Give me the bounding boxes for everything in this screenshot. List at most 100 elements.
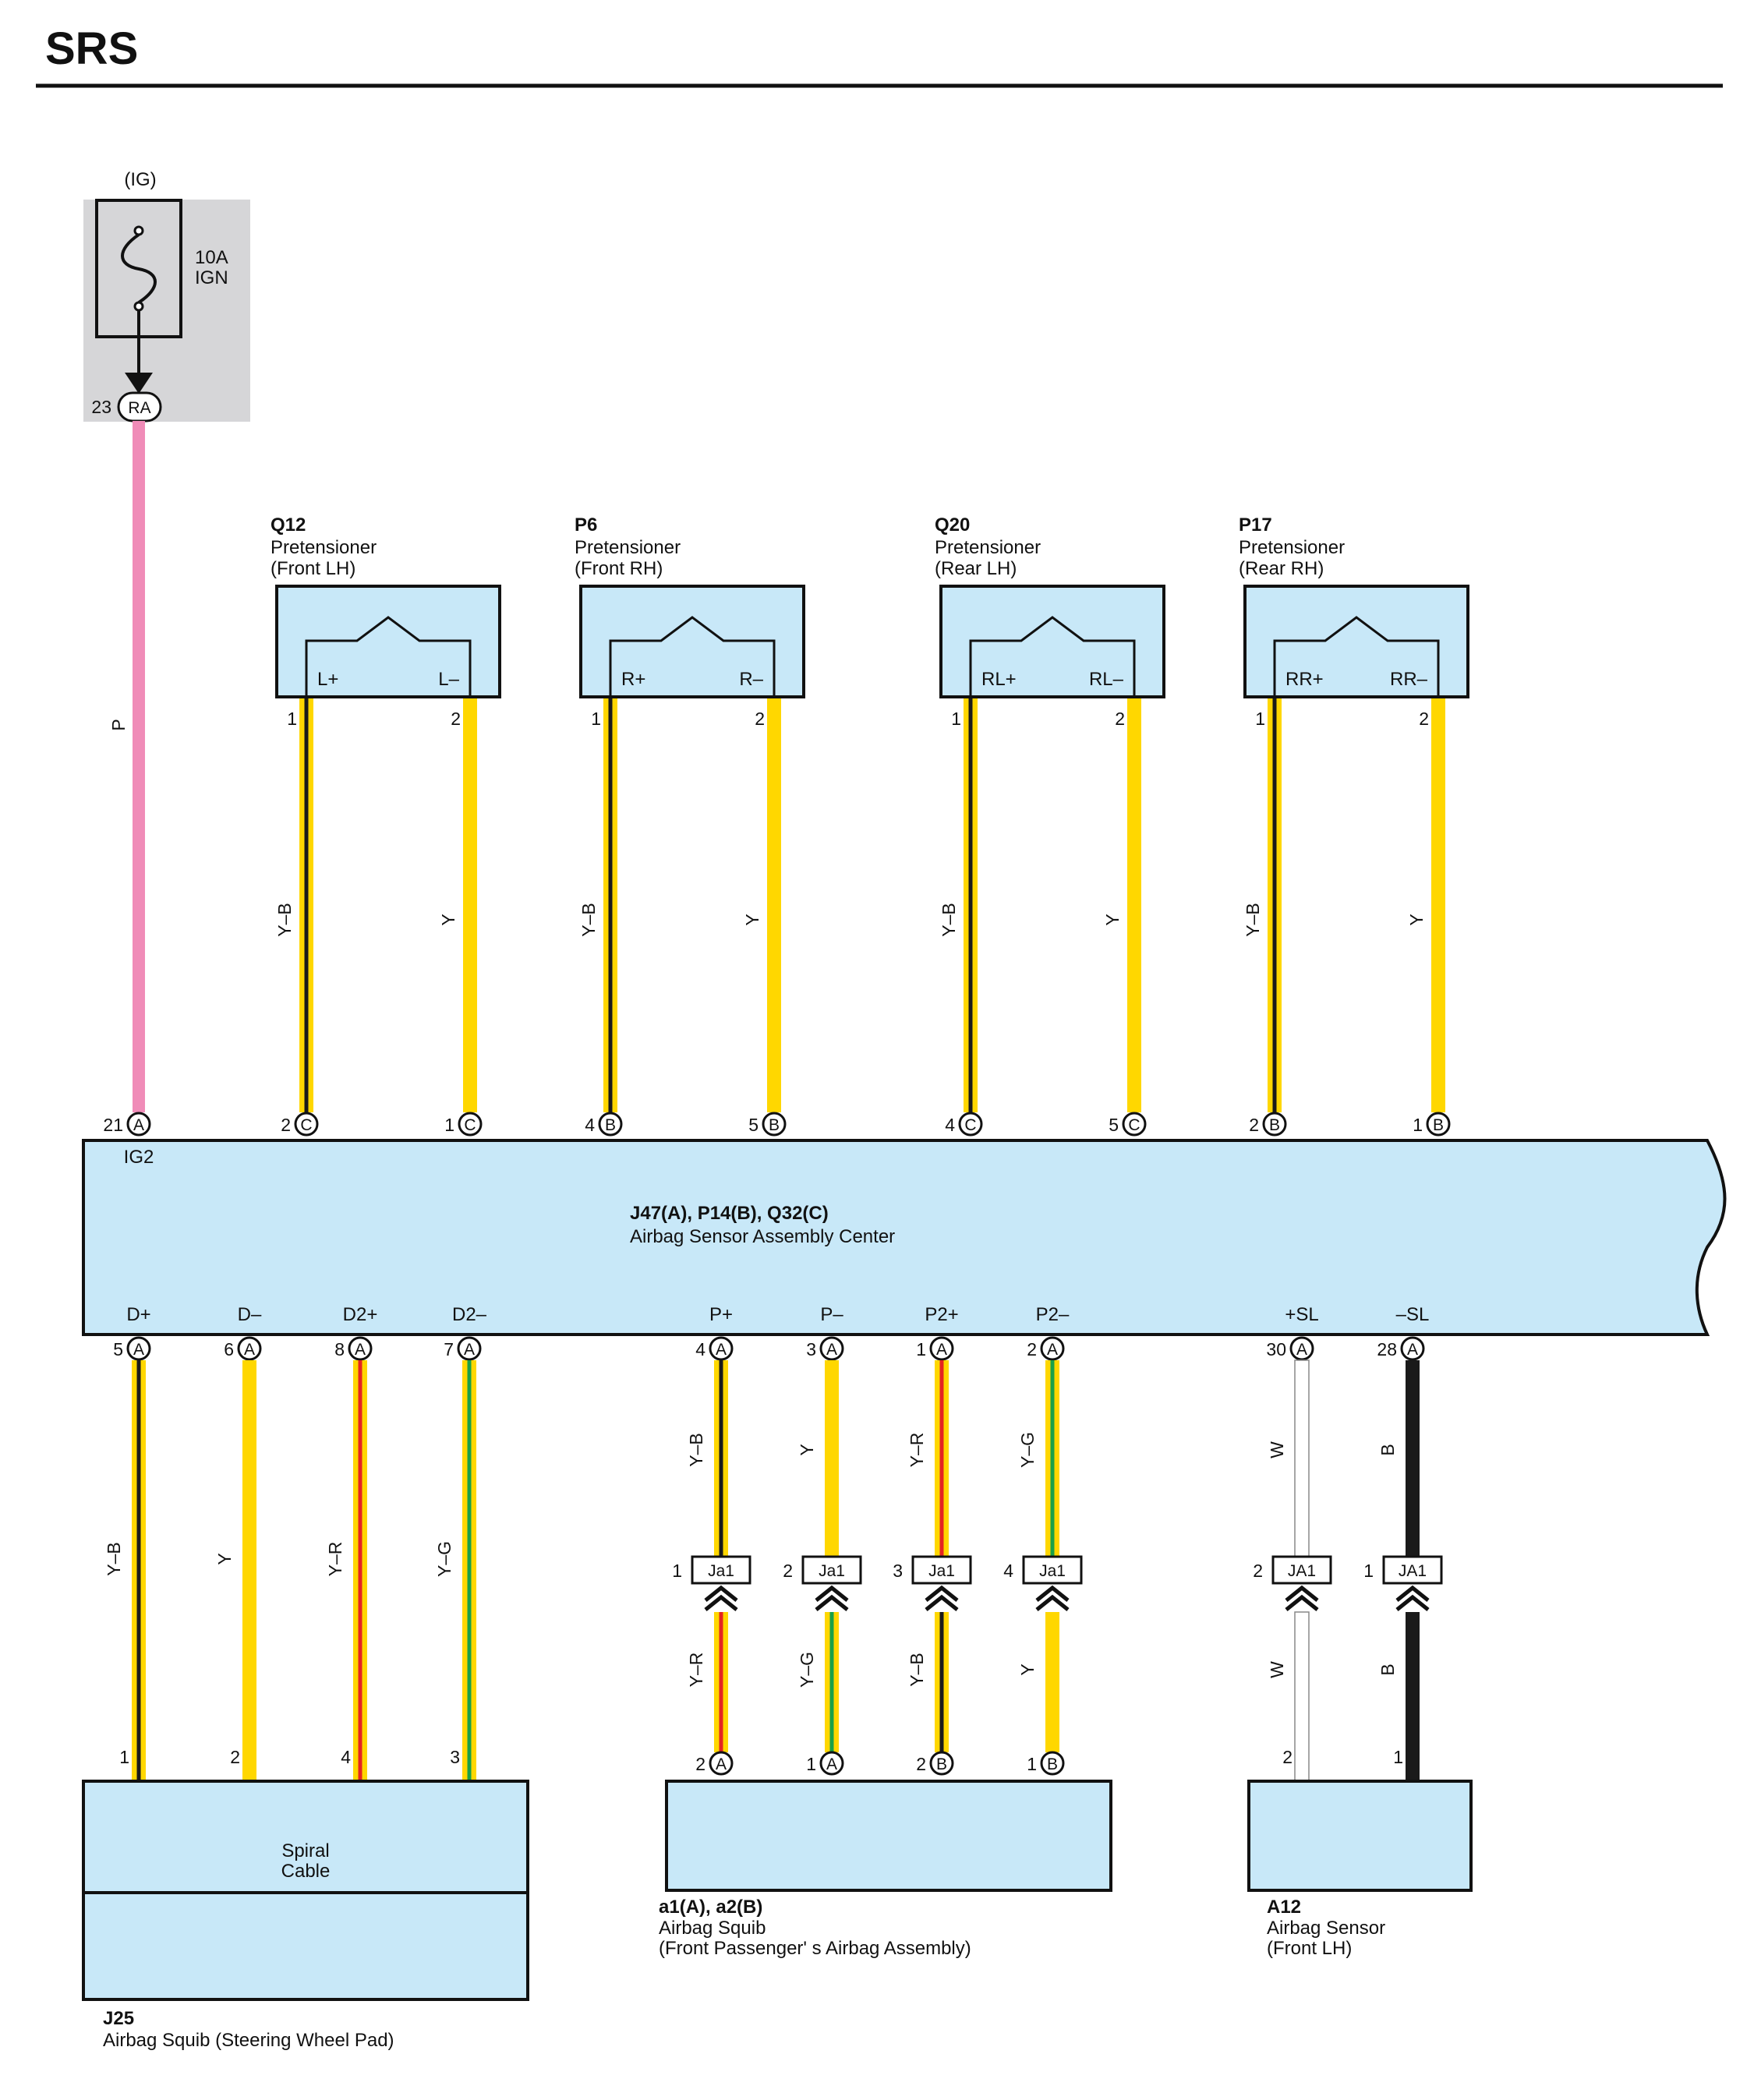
a1-box — [665, 1780, 1112, 1892]
a12-ja-connector-box — [1382, 1555, 1443, 1585]
pretensioner-wire2-color: Y — [1406, 914, 1427, 925]
pretensioner-pin1: 1 — [591, 709, 601, 729]
a1-pin-circle — [1040, 1751, 1065, 1776]
j25-pin: 4 — [341, 1747, 351, 1767]
j25-pin: 1 — [119, 1747, 129, 1767]
ecu-ig-pin-circle — [126, 1112, 151, 1137]
a1-lower-wire-stripe — [939, 1612, 944, 1752]
a1-upper-wire-color: Y — [797, 1444, 817, 1455]
front-airbag-sensor: A12 Airbag Sensor (Front LH) — [1247, 1780, 1473, 1959]
pretensioner-code: Q12 — [271, 514, 306, 536]
a1-upper-wire — [935, 1360, 949, 1559]
pretensioner-wire-minus-body — [767, 698, 781, 1112]
pretensioner-name: Pretensioner — [575, 537, 681, 558]
pretensioner-name: Pretensioner — [1239, 537, 1345, 558]
ecu-bottom-term: P+ — [709, 1304, 733, 1325]
a1-ja-connector-box — [1022, 1555, 1083, 1585]
pretensioner-minus: RL– — [1089, 669, 1124, 690]
pretensioner-wire-minus — [463, 698, 477, 1112]
ecu-top-pin-plus-pin: 2 — [281, 1115, 291, 1135]
a1-upper-wire-stripe — [1050, 1360, 1055, 1559]
pretensioner-element-icon — [969, 616, 1136, 697]
a12-upper-wire — [1406, 1360, 1420, 1559]
a12-ja-connector-pin: 2 — [1253, 1561, 1263, 1581]
j25-wire — [353, 1360, 367, 1781]
pretensioner-wire-minus — [1431, 698, 1445, 1112]
pretensioner-pin1: 1 — [287, 709, 297, 729]
ecu-bottom-term: P– — [820, 1304, 843, 1325]
pretensioner-pos: (Rear RH) — [1239, 558, 1324, 579]
ecu-top-pin-plus-pin: 4 — [945, 1115, 955, 1135]
a12-ja-connector-chevron-icon-2 — [1395, 1594, 1430, 1611]
a12-upper-wire-color: B — [1377, 1444, 1398, 1455]
ecu-bottom-term: D2+ — [343, 1304, 378, 1325]
ecu-bottom-pin-conn: A — [1047, 1341, 1058, 1359]
ecu-bottom-pin-pin: 8 — [334, 1339, 345, 1359]
a1-upper-wire-stripe — [939, 1360, 944, 1559]
j25-code: J25 — [103, 2008, 134, 2029]
a1-ja-connector-pin: 1 — [672, 1561, 682, 1581]
ecu-bottom-term: D2– — [452, 1304, 487, 1325]
ecu-bottom-term: P2+ — [925, 1304, 958, 1325]
fuse-rating: 10A — [195, 247, 228, 268]
pretensioner-wire2-color: Y — [1102, 914, 1123, 925]
ecu-top-pin-plus-conn: B — [605, 1116, 616, 1134]
fuse-bottom-terminal — [133, 301, 144, 312]
fuse-connector-label: RA — [128, 399, 150, 417]
ecu-top-pin-plus-circle — [1262, 1112, 1287, 1137]
j25-box — [82, 1780, 529, 2001]
j25-wire — [242, 1360, 256, 1781]
a12-lower-wire-color: W — [1267, 1661, 1287, 1678]
a1-ja-connector-label: Ja1 — [1039, 1562, 1066, 1580]
a1-upper-wire-color: Y–G — [1017, 1432, 1038, 1468]
a12-lower-wire — [1406, 1612, 1420, 1781]
a12-ja-connector-pin: 1 — [1363, 1561, 1374, 1581]
ecu-top-pin-plus-conn: B — [1269, 1116, 1280, 1134]
ecu-ig-pin-conn: A — [133, 1116, 144, 1134]
a1-pin-conn: B — [1047, 1755, 1058, 1773]
a1-pin-pin: 2 — [695, 1754, 705, 1774]
pretensioner-pin1: 1 — [1255, 709, 1265, 729]
a1-code: a1(A), a2(B) — [659, 1897, 762, 1918]
ecu-ig-term: IG2 — [124, 1147, 154, 1168]
fuse-bg — [83, 200, 250, 422]
j25-pin: 2 — [230, 1747, 240, 1767]
a1-lower-wire-stripe — [829, 1612, 834, 1752]
ig-wire-color: P — [108, 719, 129, 730]
ecu-top-pin-minus-pin: 1 — [1413, 1115, 1423, 1135]
ecu-top-pin-minus-circle — [762, 1112, 787, 1137]
a12-upper-wire-color: W — [1267, 1441, 1287, 1458]
a12-pin: 1 — [1393, 1747, 1403, 1767]
a1-lower-wire — [714, 1612, 728, 1752]
pretensioner-pos: (Front LH) — [271, 558, 355, 579]
ecu-bottom-pin-conn: A — [1407, 1341, 1418, 1359]
pretensioner-wire-minus — [767, 698, 781, 1112]
a1-lower-wire-stripe — [719, 1612, 723, 1752]
a12-ja-connector-chevron-icon-1 — [1285, 1585, 1319, 1602]
ecu-top-pin-minus-pin: 1 — [444, 1115, 454, 1135]
a1-upper-wire-body — [825, 1360, 839, 1559]
ecu-top-pin-plus-circle — [958, 1112, 983, 1137]
a1-ja-connector-chevron-icon-1 — [925, 1585, 959, 1602]
pretensioner-minus: L– — [438, 669, 459, 690]
ecu-bottom-term: –SL — [1396, 1304, 1430, 1325]
pretensioner-wire-plus-stripe — [608, 698, 613, 1112]
pretensioner-wire-plus — [964, 698, 978, 1112]
a1-ja-connector-box — [801, 1555, 862, 1585]
ecu-bottom-pin-conn: A — [244, 1341, 255, 1359]
a1-upper-wire-color: Y–B — [686, 1433, 706, 1466]
a1-ja-connector-pin: 2 — [783, 1561, 793, 1581]
ecu-bottom-pin-pin: 7 — [444, 1339, 454, 1359]
fuse-block: (IG) 10A IGN RA 23 — [83, 169, 250, 422]
ecu-top-pin-plus-pin: 4 — [585, 1115, 595, 1135]
a12-ja-connector-chevron-icon-2 — [1285, 1594, 1319, 1611]
ecu-bottom-pin-conn: A — [716, 1341, 727, 1359]
a12-lower-wire-body — [1294, 1611, 1310, 1782]
fuse-name: IGN — [195, 267, 228, 288]
j25-wire — [462, 1360, 476, 1781]
a12-lower-wire-color: B — [1377, 1663, 1398, 1675]
pretensioner-wire-minus-body — [1127, 698, 1141, 1112]
a1-ja-connector-chevron-icon-1 — [1035, 1585, 1070, 1602]
